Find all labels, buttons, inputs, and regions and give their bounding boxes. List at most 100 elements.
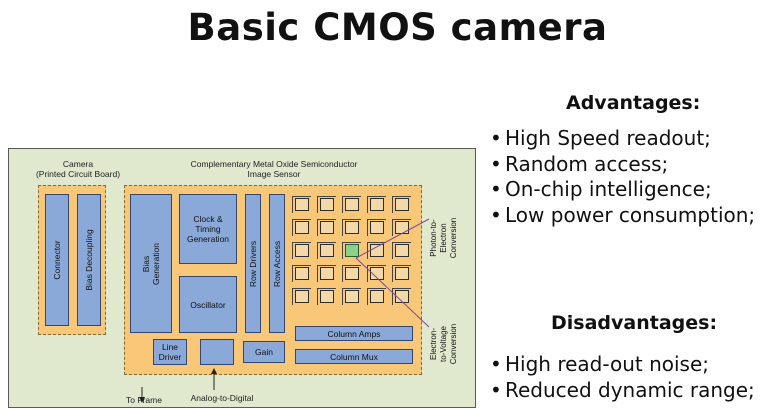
pixel-wire [317, 219, 336, 220]
disadvantages-heading: Disadvantages: [551, 312, 718, 334]
pixel-wire [367, 288, 368, 305]
camera-label: Camera (Printed Circuit Board) [35, 159, 121, 179]
sensor-region: Bias Generation Clock & Timing Generatio… [124, 185, 422, 375]
pixel-wire [392, 288, 393, 305]
advantages-heading: Advantages: [566, 92, 701, 114]
pixel-wire [317, 219, 318, 236]
pixel [320, 290, 334, 303]
cmos-camera-diagram: Camera (Printed Circuit Board) Connector… [8, 148, 476, 408]
list-item: •High Speed readout; [490, 126, 711, 150]
disadvantages-list: •High read-out noise; •Reduced dynamic r… [490, 352, 755, 403]
pixel [345, 221, 359, 234]
pixel-wire [342, 219, 361, 220]
pixel-wire [317, 265, 336, 266]
pixel [345, 198, 359, 211]
pixel-wire [317, 242, 336, 243]
adc-block [200, 339, 234, 365]
photon-pointer-line [355, 218, 430, 259]
pixel-wire [342, 219, 343, 236]
pixel [295, 244, 309, 257]
pixel [370, 267, 384, 280]
list-item: •High read-out noise; [490, 352, 709, 376]
pixel-wire [367, 196, 386, 197]
pixel-wire [342, 196, 361, 197]
pixel-wire [342, 242, 343, 259]
pixel [370, 290, 384, 303]
pixel-wire [392, 242, 393, 259]
pixel [395, 198, 409, 211]
list-item: •Low power consumption; [490, 202, 756, 227]
list-item: •Reduced dynamic range; [490, 377, 755, 402]
adc-arrowhead [211, 368, 217, 374]
analog-to-digital-label: Analog-to-Digital [190, 393, 254, 403]
pixel-wire [392, 219, 411, 220]
oscillator-block: Oscillator [179, 276, 237, 333]
pixel-wire [342, 196, 343, 213]
voltage-pointer-line [355, 257, 430, 328]
pixel-wire [392, 242, 411, 243]
pixel-wire [317, 242, 318, 259]
pixel-wire [317, 288, 318, 305]
bias-generation-block: Bias Generation [130, 194, 172, 333]
pixel [395, 267, 409, 280]
bias-decoupling-block: Bias Decoupling [77, 194, 101, 326]
pixel-wire [392, 196, 393, 213]
pixel [320, 244, 334, 257]
pixel-wire [367, 242, 386, 243]
pixel-wire [292, 219, 311, 220]
pixel [320, 221, 334, 234]
pixel [295, 221, 309, 234]
pixel-wire [367, 219, 386, 220]
pixel [395, 244, 409, 257]
pixel-wire [342, 288, 361, 289]
pixel-wire [317, 196, 336, 197]
column-mux-block: Column Mux [295, 349, 413, 364]
to-frame-label: To Frame [126, 395, 162, 405]
advantages-list: •High Speed readout; •Random access; •On… [490, 126, 755, 228]
pixel [370, 198, 384, 211]
row-drivers-block: Row Drivers [245, 194, 261, 333]
pixel-wire [342, 288, 343, 305]
row-access-block: Row Access [269, 194, 285, 333]
connector-block: Connector [45, 194, 69, 326]
camera-pcb-region: Connector Bias Decoupling [38, 185, 106, 335]
pixel-wire [292, 219, 293, 236]
pixel-wire [392, 265, 411, 266]
pixel-wire [342, 265, 343, 282]
page-title: Basic CMOS camera [187, 6, 608, 49]
annotation-arrows [139, 218, 430, 403]
pixel [320, 267, 334, 280]
pixel-wire [292, 288, 311, 289]
pixel-wire [367, 288, 386, 289]
pixel-wire [342, 242, 361, 243]
pixel [395, 290, 409, 303]
pixel [345, 267, 359, 280]
pixel-wire [392, 219, 393, 236]
pixel-wire [292, 196, 311, 197]
pixel-wire [292, 265, 311, 266]
pixel-wire [392, 288, 411, 289]
pixel [320, 198, 334, 211]
pixel-wire [292, 242, 293, 259]
pixel-wire [292, 242, 311, 243]
pixel-wire [367, 196, 368, 213]
pixel [295, 267, 309, 280]
pixel-wire [317, 196, 318, 213]
pixel-wire [292, 288, 293, 305]
pixel-wire [392, 196, 411, 197]
column-amps-block: Column Amps [295, 326, 413, 341]
highlighted-pixel [345, 244, 359, 257]
clock-timing-block: Clock & Timing Generation [179, 194, 237, 264]
pixel-wire [292, 265, 293, 282]
pixel-wire [317, 288, 336, 289]
pixel [345, 290, 359, 303]
pixel-array [291, 194, 419, 312]
sensor-label: Complementary Metal Oxide Semiconductor … [190, 159, 358, 179]
pixel-wire [292, 196, 293, 213]
pixel-wire [342, 265, 361, 266]
pixel-wire [317, 265, 318, 282]
pixel-wire [367, 265, 386, 266]
pixel [295, 290, 309, 303]
pixel-wire [367, 242, 368, 259]
pixel-wire [367, 219, 368, 236]
